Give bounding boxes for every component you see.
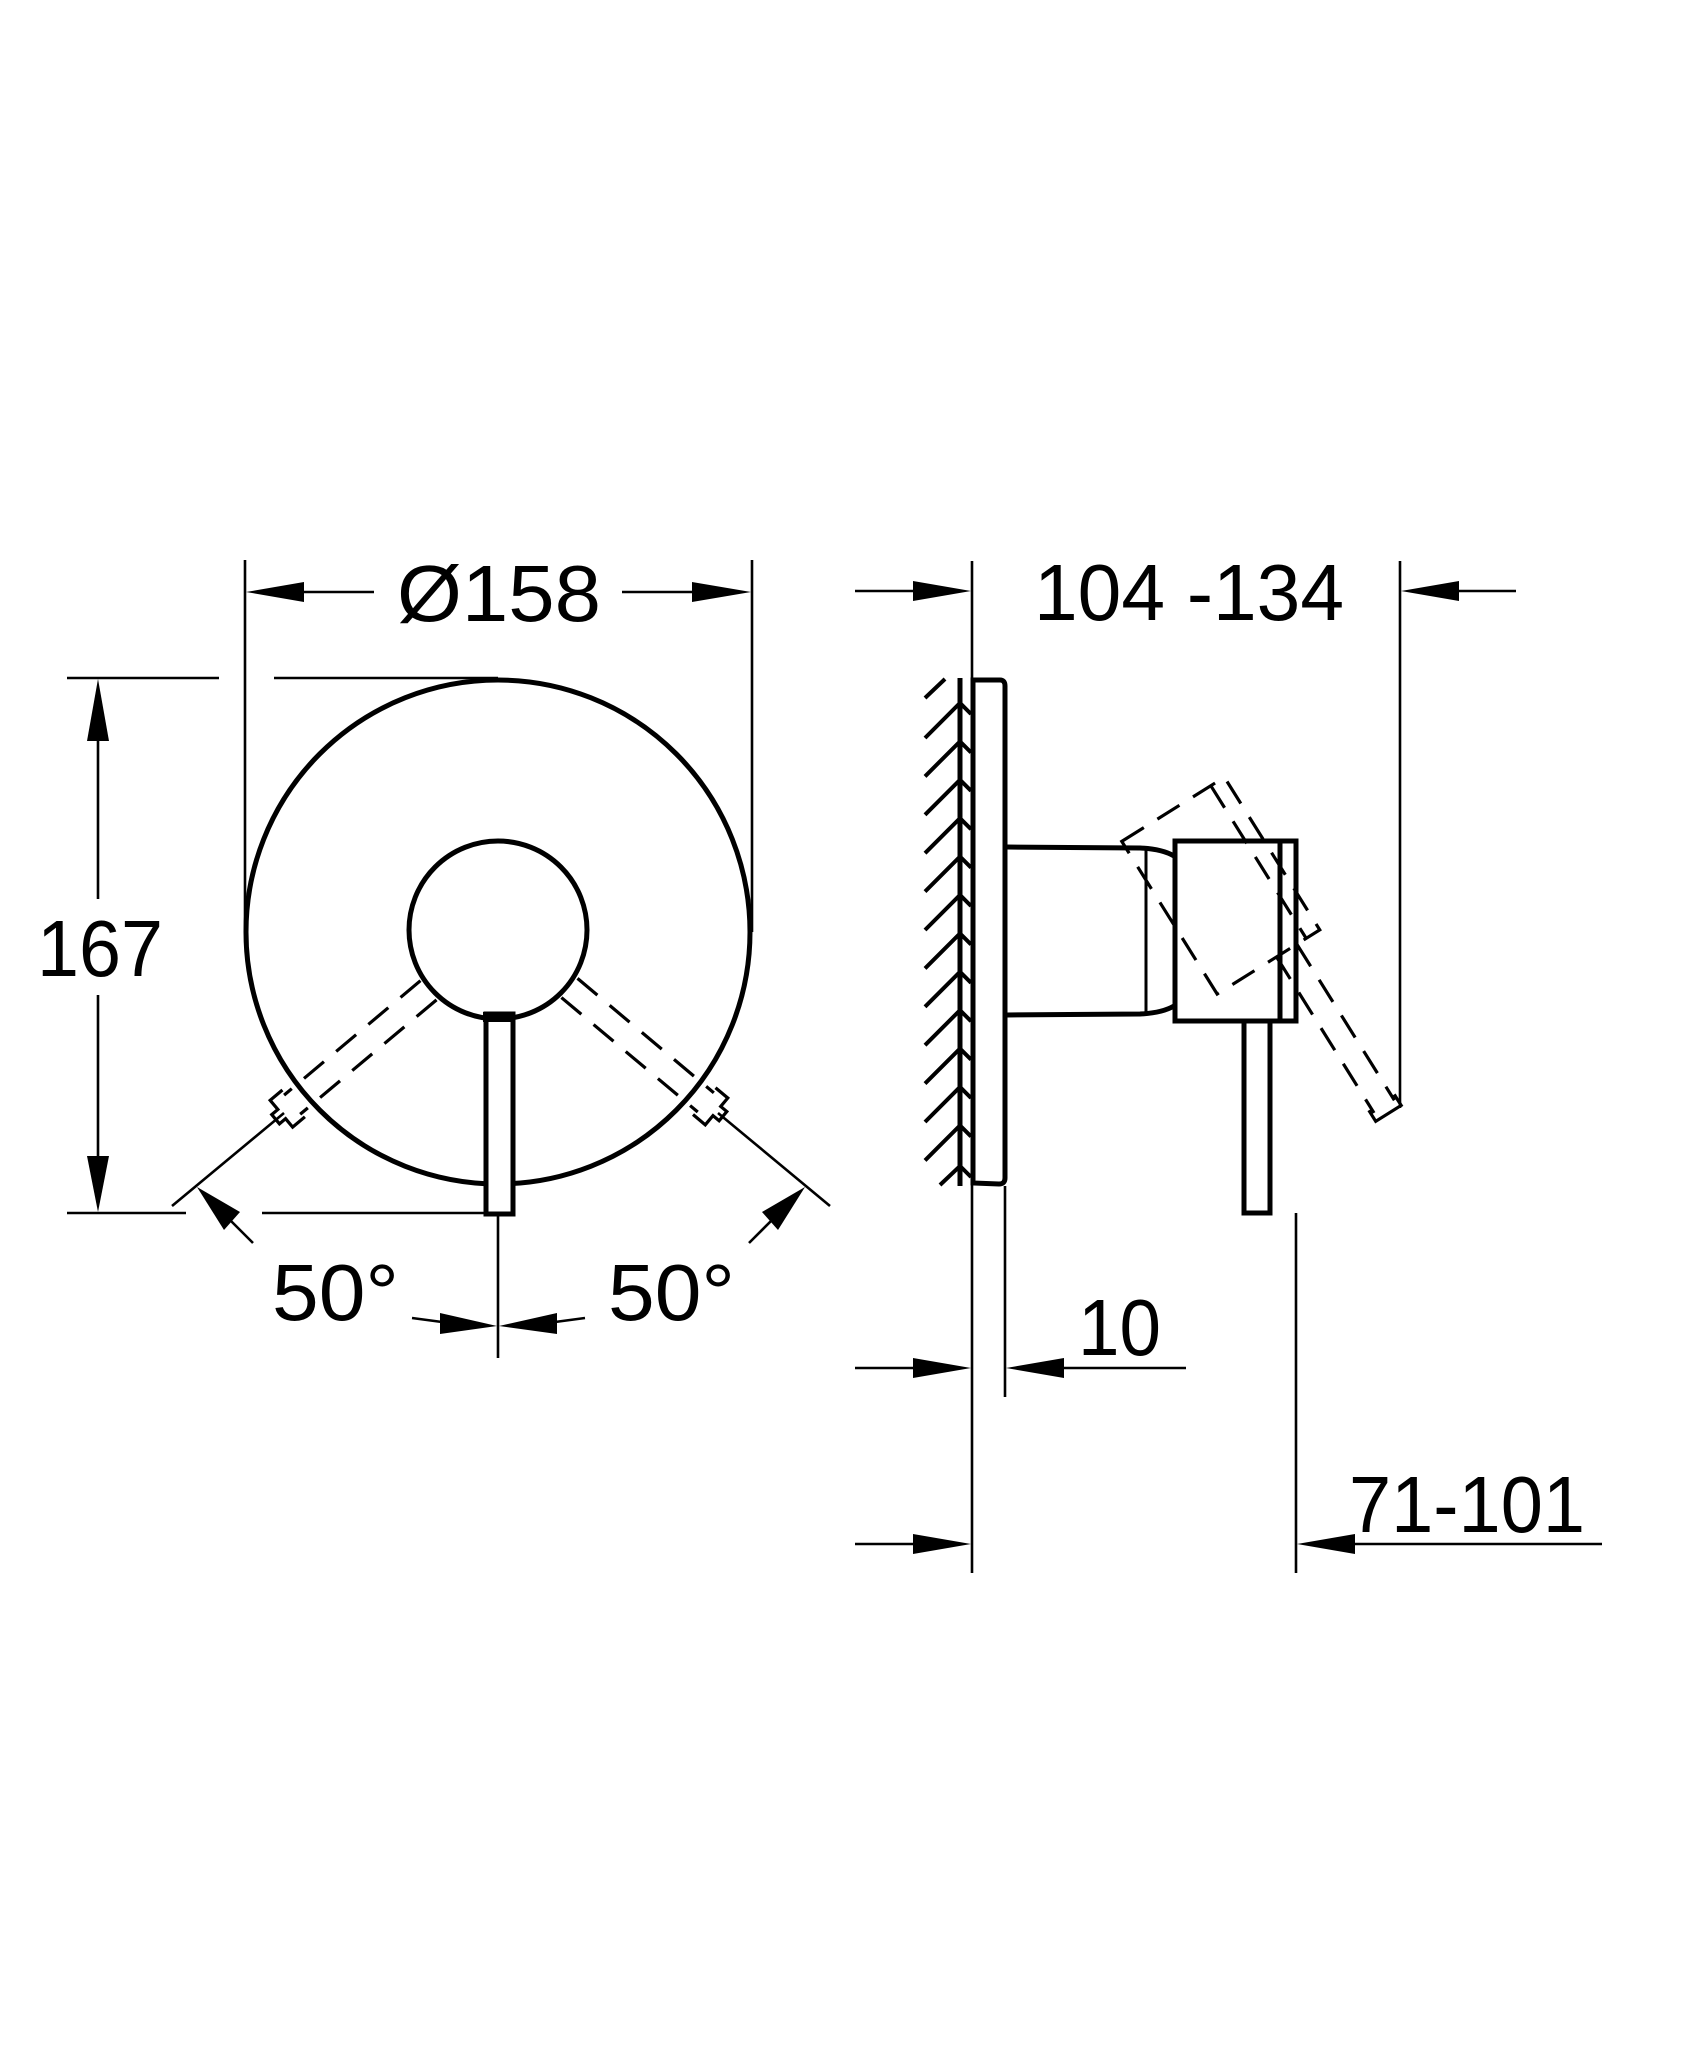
hatch-line: [923, 1122, 973, 1162]
lever-front: [483, 1011, 516, 1217]
hatch-line: [938, 1163, 973, 1187]
lever-cap: [483, 1012, 514, 1022]
angle-right-label: 50°: [608, 1248, 735, 1337]
hatch-line: [923, 1084, 973, 1124]
lever-offset-label: 71-101: [1349, 1460, 1585, 1549]
hatch-line: [923, 1045, 973, 1086]
handle-rotated-dashed: [1119, 775, 1404, 1124]
height-label: 167: [37, 904, 163, 993]
front-view: Ø158 167: [37, 549, 831, 1358]
escutcheon-plate-side: [970, 677, 1008, 1187]
hatch-line: [923, 892, 973, 932]
hatch-line: [923, 968, 973, 1009]
hatch-line: [923, 700, 973, 740]
handle-hub-circle: [406, 838, 590, 1022]
diameter-dimension: Ø158: [243, 549, 754, 932]
projection-dimension: 104 -134: [855, 548, 1516, 1573]
handle-block-side: [1172, 838, 1299, 1216]
angle-dimensions: 50° 50°: [171, 1111, 831, 1358]
hatch-line: [923, 776, 973, 817]
plate-thickness-dimension: 10: [855, 1186, 1186, 1397]
hatch-line: [923, 677, 947, 700]
height-dimension: 167: [37, 676, 498, 1215]
valve-body-side: [1006, 844, 1176, 1018]
hatch-line: [923, 738, 973, 778]
hatch-line: [923, 853, 973, 894]
angle-left-label: 50°: [272, 1248, 399, 1337]
hatch-line: [923, 930, 973, 970]
diameter-label: Ø158: [397, 549, 601, 638]
lever-rotated-right-dashed: [560, 977, 731, 1128]
projection-label: 104 -134: [1034, 548, 1344, 637]
lever-offset-dimension: 71-101: [855, 1213, 1602, 1573]
hatch-line: [923, 815, 973, 855]
hatch-line: [923, 1007, 973, 1047]
plate-thickness-label: 10: [1078, 1283, 1161, 1372]
side-view: 104 -134 10 71-101: [855, 548, 1602, 1573]
wall-hatching: [923, 677, 973, 1187]
lever-rotated-left-dashed: [267, 979, 438, 1130]
